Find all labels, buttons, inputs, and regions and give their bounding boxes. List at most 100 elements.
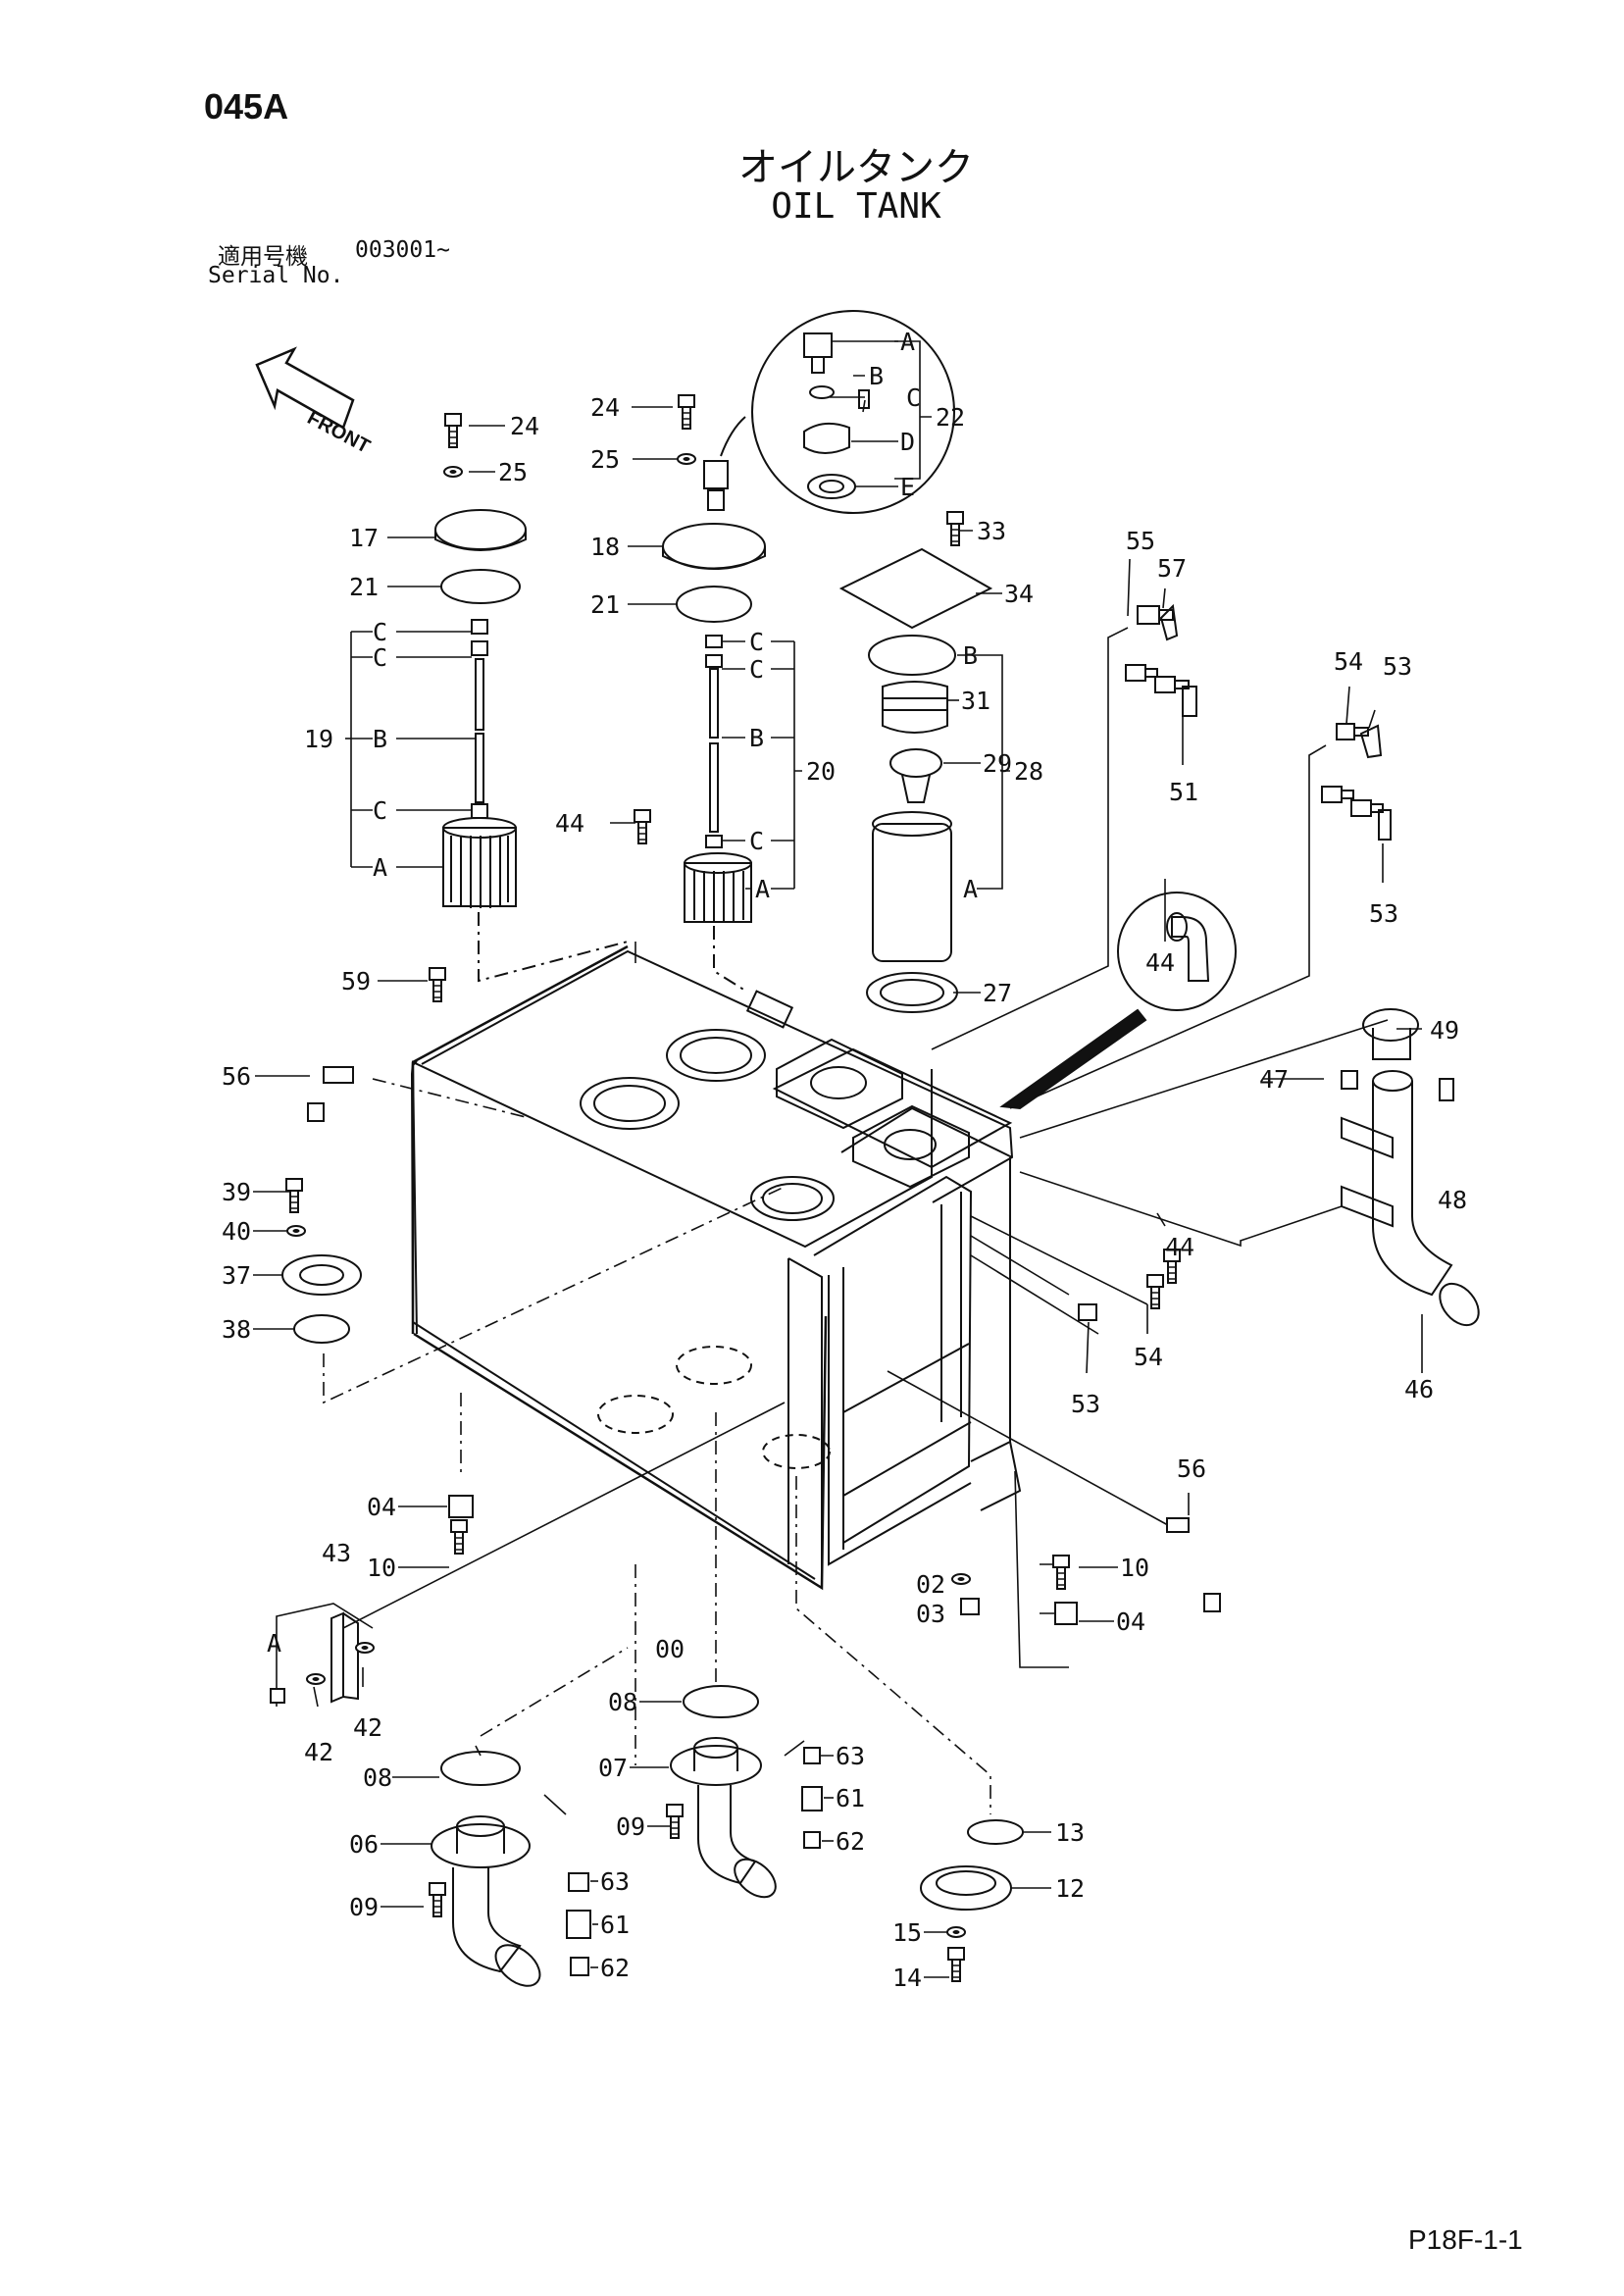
serial-value: 003001~	[355, 237, 450, 263]
callout-09: 09	[616, 1812, 645, 1841]
callout-43-a: A	[267, 1629, 281, 1658]
callout-42: 42	[304, 1738, 333, 1766]
callout-08: 08	[608, 1688, 637, 1716]
callout-06: 06	[349, 1830, 379, 1859]
callout-07: 07	[598, 1754, 628, 1782]
callout-34: 34	[1004, 580, 1034, 608]
callout-20-c: C	[749, 827, 764, 855]
callout-03: 03	[916, 1600, 945, 1628]
callout-20-c: C	[749, 655, 764, 684]
title-english: OIL TANK	[771, 186, 941, 227]
pipe-assembly-46	[1341, 1008, 1480, 1327]
callout-55: 55	[1126, 527, 1155, 555]
callout-10: 10	[367, 1554, 396, 1582]
callout-19-a: A	[373, 853, 387, 882]
callout-56: 56	[1177, 1454, 1206, 1483]
gaskets	[281, 1254, 1024, 1845]
callout-22-a: A	[900, 328, 915, 356]
callout-10: 10	[1120, 1554, 1149, 1582]
return-filter-assembly-28	[838, 547, 993, 1013]
callout-21: 21	[590, 590, 620, 619]
callout-29: 29	[983, 749, 1012, 778]
callout-04: 04	[367, 1493, 396, 1521]
callout-19-c: C	[373, 643, 387, 672]
callout-42: 42	[353, 1713, 382, 1742]
callout-22: 22	[936, 403, 965, 432]
callout-48: 48	[1438, 1186, 1467, 1214]
callout-53: 53	[1369, 899, 1398, 928]
tank-top-openings	[580, 990, 970, 1221]
callout-21: 21	[349, 573, 379, 601]
tank-bottom-openings	[597, 1346, 831, 1469]
callout-57: 57	[1157, 554, 1187, 583]
callout-19-c: C	[373, 618, 387, 646]
callout-20-b: B	[749, 724, 764, 752]
callout-02: 02	[916, 1570, 945, 1599]
callout-44: 44	[1145, 948, 1175, 977]
callout-08: 08	[363, 1763, 392, 1792]
callout-22-b: B	[869, 362, 884, 390]
label-connectors	[253, 340, 1423, 1978]
bracket-43	[330, 1611, 359, 1704]
front-label: FRONT	[304, 407, 374, 458]
callout-56: 56	[222, 1062, 251, 1091]
callout-22-d: D	[900, 428, 915, 456]
page-code: 045A	[204, 86, 289, 127]
callout-49: 49	[1430, 1016, 1459, 1045]
suction-pipe-07	[670, 1737, 777, 1899]
callout-53: 53	[1383, 652, 1412, 681]
callout-25: 25	[590, 445, 620, 474]
callout-25: 25	[498, 458, 528, 486]
title-japanese: オイルタンク	[738, 145, 974, 190]
callout-17: 17	[349, 524, 379, 552]
callout-19-c: C	[373, 796, 387, 825]
callout-33: 33	[977, 517, 1006, 545]
callout-61: 61	[836, 1784, 865, 1812]
callout-22-c: C	[906, 383, 921, 412]
callout-47: 47	[1259, 1065, 1289, 1094]
callout-28-b: B	[963, 641, 978, 670]
callout-39: 39	[222, 1178, 251, 1206]
callout-51: 51	[1169, 778, 1198, 806]
callout-15: 15	[892, 1918, 922, 1947]
leader-lines	[276, 627, 1389, 1815]
page-reference: P18F-1-1	[1408, 2224, 1523, 2255]
callout-63: 63	[600, 1867, 630, 1896]
callout-43: 43	[322, 1539, 351, 1567]
callout-09: 09	[349, 1893, 379, 1921]
callout-61: 61	[600, 1911, 630, 1939]
drain-flange-12	[920, 1865, 1012, 1911]
callout-12: 12	[1055, 1874, 1085, 1903]
serial-label-japanese: 適用号機	[218, 244, 308, 270]
callout-22-e: E	[900, 473, 915, 501]
callout-19-b: B	[373, 725, 387, 753]
callout-20: 20	[806, 757, 836, 786]
callout-27: 27	[983, 979, 1012, 1007]
callout-54: 54	[1134, 1343, 1163, 1371]
callout-13: 13	[1055, 1818, 1085, 1847]
callout-44: 44	[555, 809, 584, 838]
callout-37: 37	[222, 1261, 251, 1290]
callout-31: 31	[961, 687, 990, 715]
callout-54: 54	[1334, 647, 1363, 676]
callout-63: 63	[836, 1742, 865, 1770]
callout-59: 59	[341, 967, 371, 995]
filter-assembly-19	[434, 509, 629, 983]
callout-18: 18	[590, 533, 620, 561]
callout-44: 44	[1165, 1233, 1194, 1261]
callout-24: 24	[510, 412, 539, 440]
suction-pipe-06	[431, 1815, 541, 1987]
callout-24: 24	[590, 393, 620, 422]
fittings-55-57-51	[1125, 603, 1392, 841]
front-arrow-icon	[255, 346, 355, 430]
filter-assembly-20	[662, 460, 766, 992]
hardware	[285, 394, 1181, 1982]
elbow-detail-circle-44	[999, 892, 1237, 1110]
callout-46: 46	[1404, 1375, 1434, 1403]
callout-40: 40	[222, 1217, 251, 1246]
callout-20-a: A	[755, 875, 770, 903]
serial-label-english: Serial No.	[208, 263, 344, 288]
hex-nuts	[270, 1066, 1454, 1976]
callout-28: 28	[1014, 757, 1043, 786]
